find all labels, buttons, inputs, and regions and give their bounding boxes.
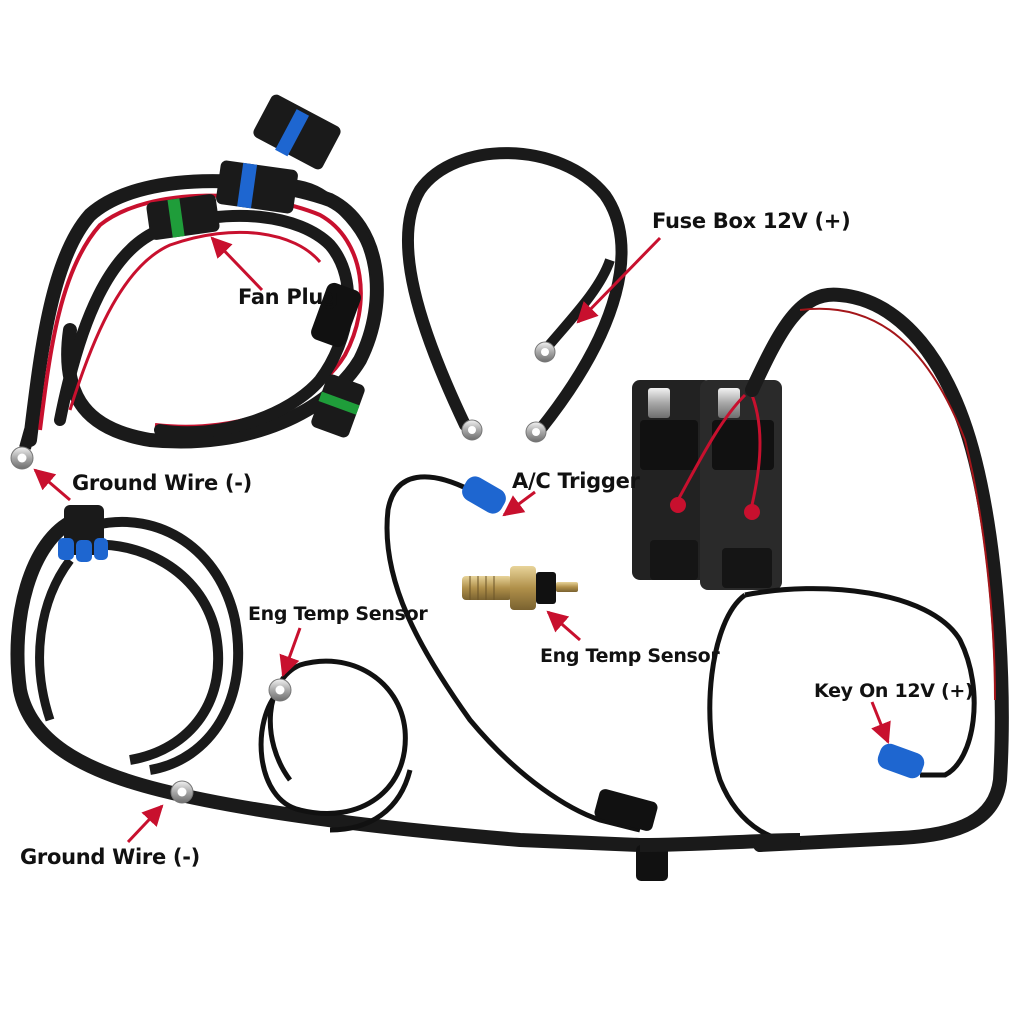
label-ground-wire-top: Ground Wire (-) — [72, 471, 252, 495]
ring-terminal-icon — [461, 419, 483, 441]
ac-trigger-wire — [384, 474, 641, 833]
label-fuse-box: Fuse Box 12V (+) — [652, 209, 850, 233]
label-ac-trigger: A/C Trigger — [512, 469, 641, 493]
ring-terminal-icon — [525, 421, 547, 443]
label-fan-plug: Fan Plug — [238, 285, 338, 309]
bullet-connector-icon — [462, 476, 506, 514]
arrow-ac-trigger — [502, 490, 536, 517]
arrow-fuse-box — [576, 236, 662, 324]
fan-connector-blue-lower — [216, 160, 298, 214]
bullet-connector-icon — [877, 743, 925, 779]
arrow-fan-plug — [210, 236, 264, 292]
fan-connector-green — [146, 194, 220, 240]
label-eng-temp-center: Eng Temp Sensor — [540, 645, 720, 667]
label-eng-temp-left: Eng Temp Sensor — [248, 603, 428, 625]
ring-terminal-icon — [170, 780, 194, 804]
inline-fuse-holder — [311, 282, 361, 348]
arrow-key-on — [870, 701, 891, 744]
bullet-connector-icon — [58, 505, 108, 562]
labels: Fan Plug Fuse Box 12V (+) Ground Wire (-… — [20, 209, 974, 869]
callout-arrows — [33, 236, 891, 844]
arrow-eng-temp-center — [546, 610, 581, 642]
arrow-ground-top — [33, 468, 71, 502]
fan-harness — [10, 94, 384, 470]
label-ground-wire-bottom: Ground Wire (-) — [20, 845, 200, 869]
ring-terminal-icon — [534, 341, 556, 363]
fan-connector-green-right — [311, 374, 365, 438]
arrow-ground-bottom — [126, 804, 164, 844]
ring-terminal-icon — [10, 428, 36, 470]
fan-connector-blue-upper — [253, 94, 341, 170]
ring-terminal-icon — [268, 678, 292, 702]
arrow-eng-temp-left — [279, 627, 302, 677]
label-key-on: Key On 12V (+) — [814, 680, 973, 702]
fuse-box-wire — [401, 147, 628, 443]
bottom-left-harness — [10, 505, 801, 881]
temp-sensor-icon — [462, 566, 578, 610]
relay-block-icon — [632, 380, 782, 590]
